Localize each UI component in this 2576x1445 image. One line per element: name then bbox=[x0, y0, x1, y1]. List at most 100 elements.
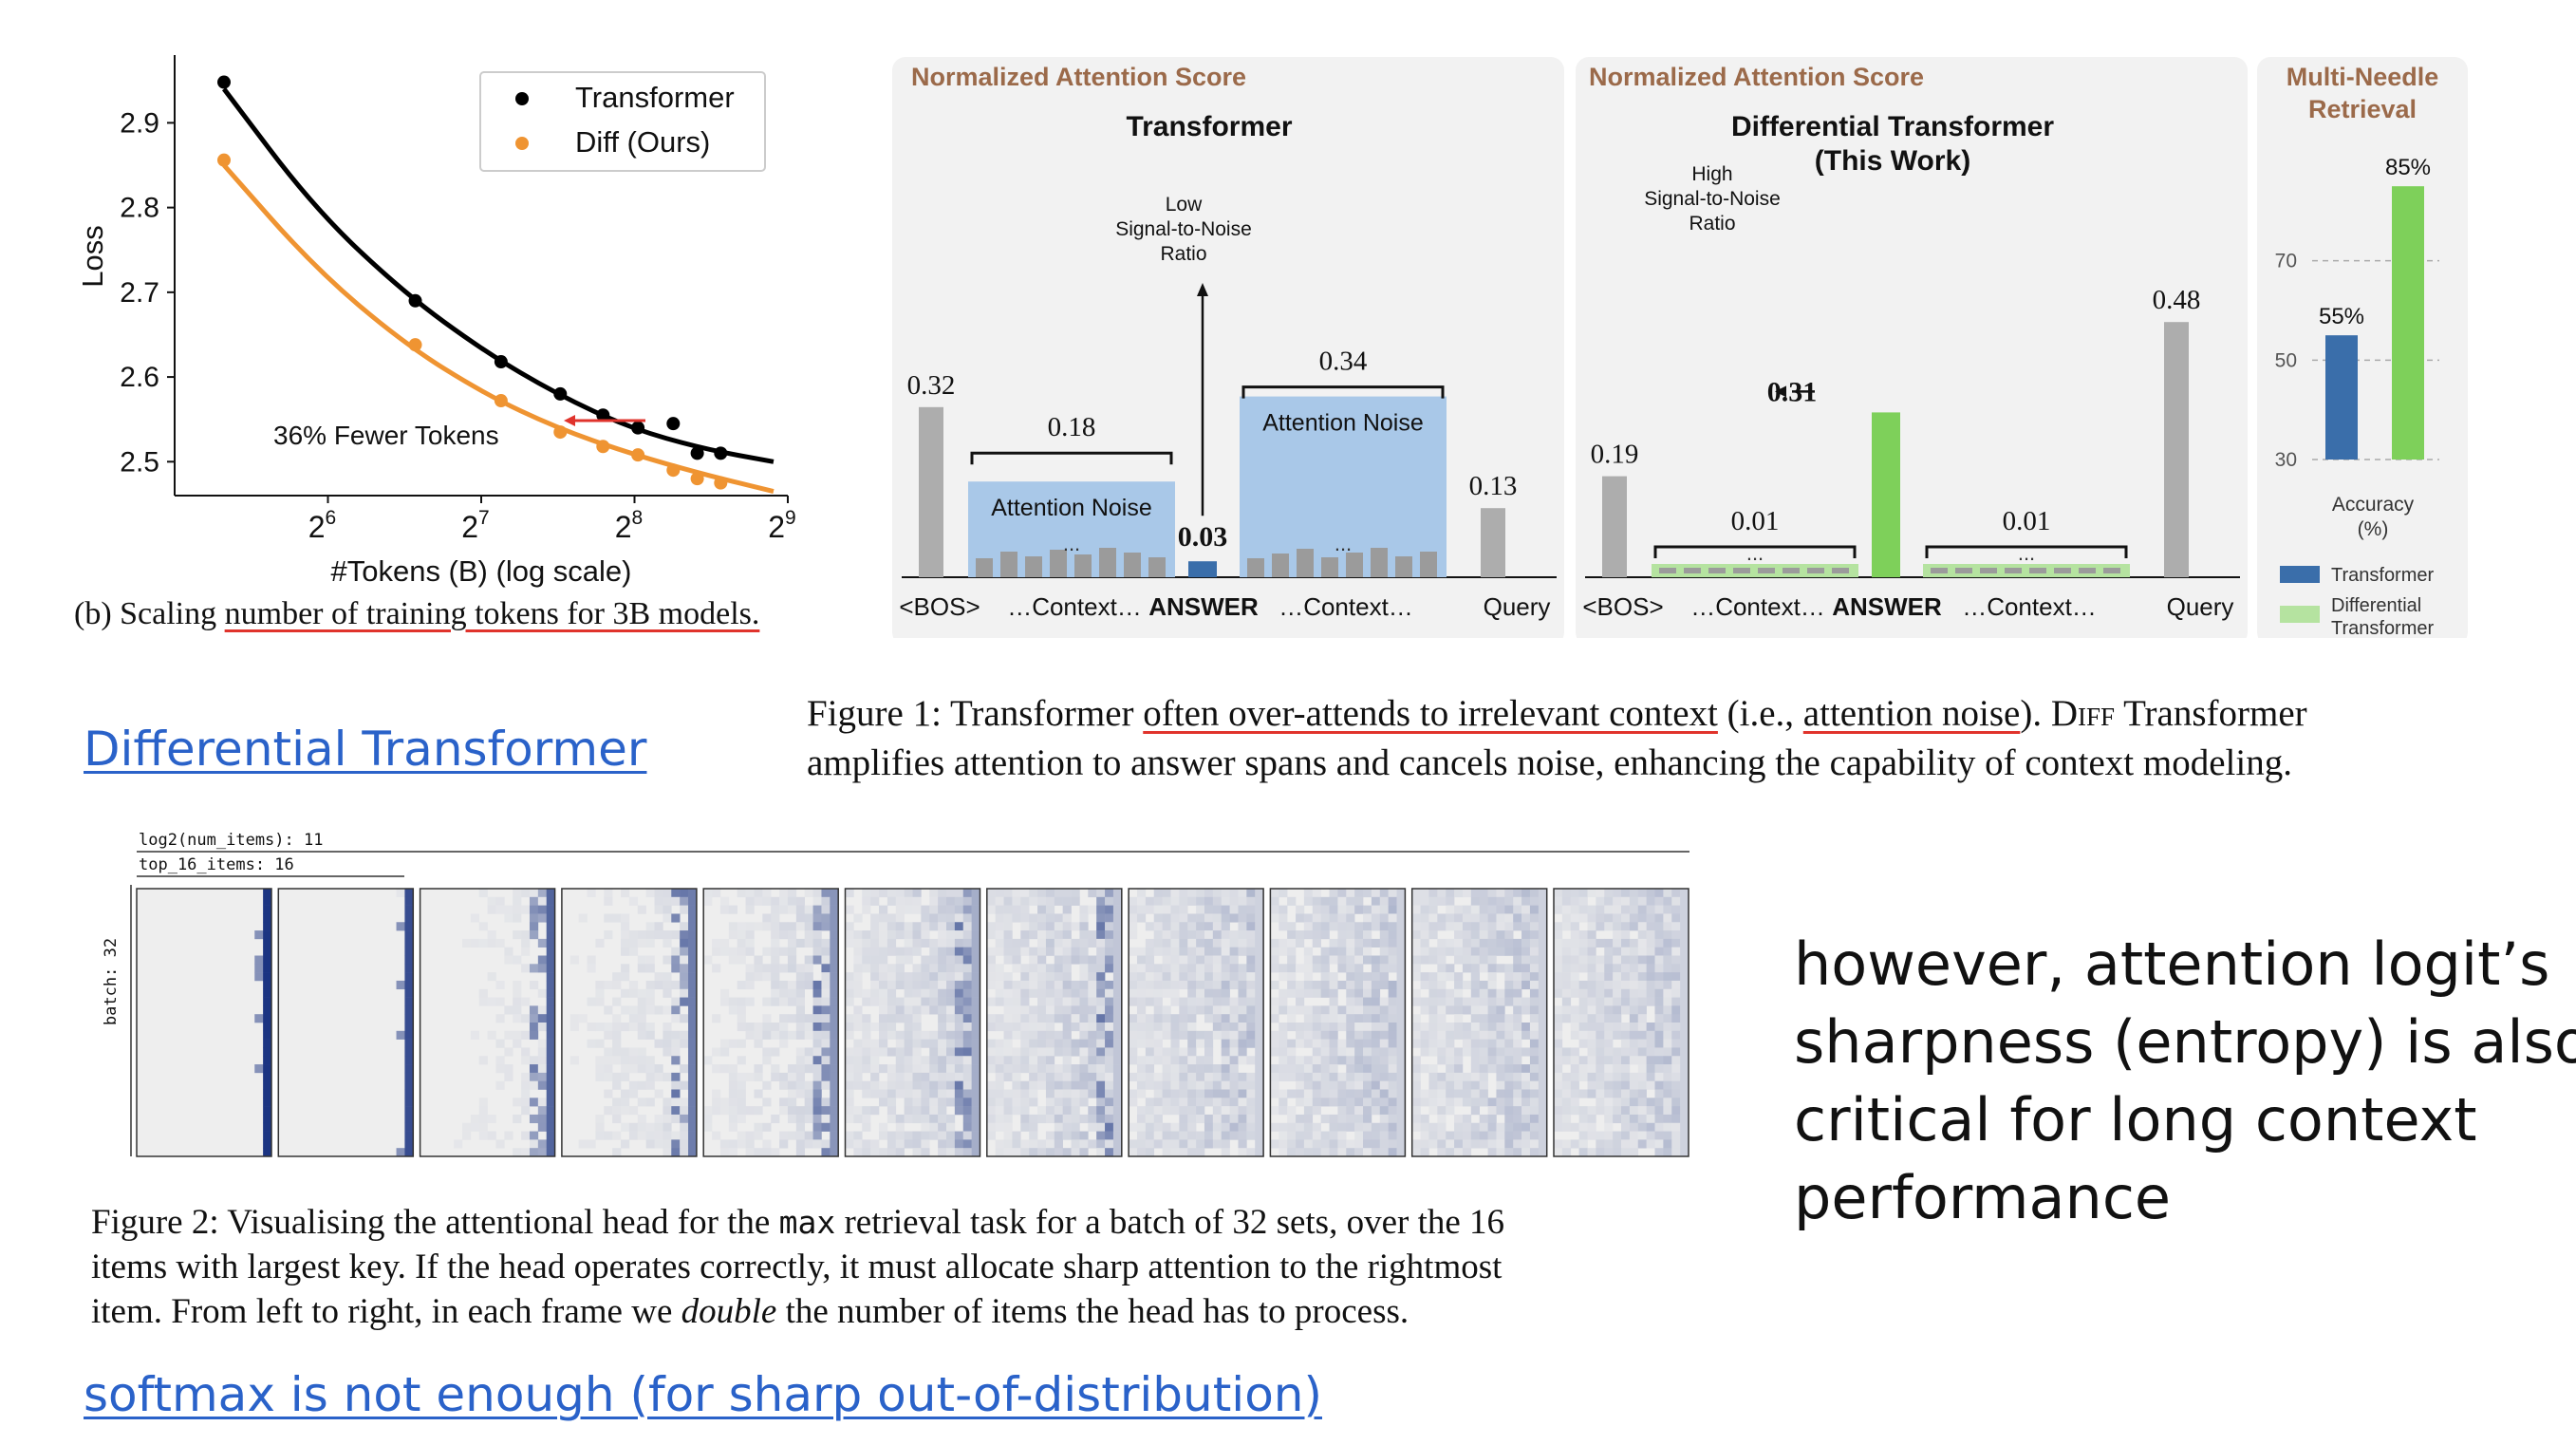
heatmap-cell bbox=[1529, 930, 1540, 940]
heatmap-cell bbox=[779, 905, 789, 914]
heatmap-cell bbox=[1479, 1005, 1488, 1015]
heatmap-cell bbox=[1363, 955, 1372, 965]
snr-arrowhead bbox=[1197, 283, 1208, 296]
heatmap-cell bbox=[1496, 922, 1505, 931]
heatmap-cell bbox=[904, 1072, 913, 1081]
heatmap-cell bbox=[1411, 1023, 1421, 1032]
softmax-not-enough-link[interactable]: softmax is not enough (for sharp out-of-… bbox=[84, 1367, 1322, 1422]
heatmap-cell bbox=[1504, 896, 1514, 906]
heatmap-cell bbox=[654, 1114, 663, 1124]
heatmap-cell bbox=[1570, 1072, 1579, 1081]
heatmap-cell bbox=[1479, 988, 1488, 998]
heatmap-cell bbox=[1411, 1139, 1421, 1149]
heatmap-cell bbox=[1062, 964, 1072, 973]
heatmap-cell bbox=[1179, 955, 1188, 965]
heatmap-cell bbox=[604, 1056, 613, 1065]
heatmap-cell bbox=[1187, 938, 1197, 948]
heatmap-cell bbox=[1129, 1014, 1138, 1023]
heatmap-cell bbox=[962, 1131, 972, 1140]
heatmap-cell bbox=[1629, 1131, 1639, 1140]
heatmap-cell bbox=[1255, 964, 1264, 973]
heatmap-cell bbox=[680, 1030, 689, 1040]
heatmap-cell bbox=[671, 1030, 681, 1040]
heatmap-cell bbox=[1637, 964, 1647, 973]
heatmap-cell bbox=[986, 980, 996, 990]
heatmap-cell bbox=[1621, 1114, 1631, 1124]
heatmap-cell bbox=[719, 997, 730, 1006]
heatmap-cell bbox=[771, 1030, 780, 1040]
heatmap-cell bbox=[1196, 1098, 1205, 1107]
heatmap-cell bbox=[1136, 1014, 1147, 1023]
heatmap-cell bbox=[1029, 1098, 1038, 1107]
heatmap-cell bbox=[1428, 1047, 1438, 1057]
heatmap-cell bbox=[1371, 1023, 1381, 1032]
heatmap-cell bbox=[938, 930, 947, 940]
heatmap-cell bbox=[1012, 1064, 1021, 1074]
heatmap-cell bbox=[1136, 997, 1147, 1006]
heatmap-cell bbox=[995, 1148, 1004, 1157]
heatmap-cell bbox=[1437, 972, 1447, 982]
heatmap-cell bbox=[1320, 1039, 1330, 1048]
heatmap-cell bbox=[1020, 1005, 1030, 1015]
heatmap-cell bbox=[1487, 1047, 1497, 1057]
heatmap-cell bbox=[737, 980, 746, 990]
heatmap-cell bbox=[1287, 1064, 1297, 1074]
heatmap-cell bbox=[779, 896, 789, 906]
heatmap-cell bbox=[1145, 972, 1155, 982]
heatmap-cell bbox=[1170, 913, 1180, 923]
heatmap-cell bbox=[1654, 1056, 1664, 1065]
heatmap-cell bbox=[1587, 889, 1596, 898]
heatmap-cell bbox=[1229, 980, 1239, 990]
heatmap-cell bbox=[1312, 955, 1321, 965]
heatmap-cell bbox=[1437, 1098, 1447, 1107]
heatmap-cell bbox=[1029, 955, 1038, 965]
fig1-cap-diff: Diff bbox=[2050, 693, 2116, 734]
heatmap-cell bbox=[478, 988, 488, 998]
heatmap-cell bbox=[1229, 905, 1239, 914]
retrieval-legend-1: Transformer bbox=[2331, 565, 2435, 586]
heatmap-cell bbox=[1446, 1056, 1455, 1065]
heatmap-cell bbox=[719, 1064, 730, 1074]
heatmap-cell bbox=[1363, 1047, 1372, 1057]
data-point-diff bbox=[631, 448, 645, 462]
heatmap-cell bbox=[986, 889, 996, 898]
heatmap-cell bbox=[1062, 1131, 1072, 1140]
heatmap-cell bbox=[795, 1014, 805, 1023]
heatmap-cell bbox=[1629, 964, 1639, 973]
heatmap-cell bbox=[663, 889, 672, 898]
heatmap-cell bbox=[1462, 1098, 1472, 1107]
heatmap-cell bbox=[1437, 922, 1447, 931]
heatmap-cell bbox=[470, 1114, 480, 1124]
heatmap-cell bbox=[762, 896, 772, 906]
token-bar bbox=[1247, 558, 1264, 577]
heatmap-cell bbox=[1613, 938, 1622, 948]
heatmap-cell bbox=[1561, 1005, 1572, 1015]
heatmap-cell bbox=[1204, 1131, 1214, 1140]
heatmap-cell bbox=[929, 1114, 939, 1124]
retrieval-y-tick: 50 bbox=[2275, 349, 2297, 371]
heatmap-cell bbox=[1578, 938, 1588, 948]
heatmap-cell bbox=[1088, 1005, 1097, 1015]
heatmap-cell bbox=[1229, 964, 1239, 973]
heatmap-cell bbox=[1561, 1098, 1572, 1107]
heatmap-cell bbox=[971, 896, 980, 906]
heatmap-cell bbox=[645, 1122, 655, 1132]
heatmap-cell bbox=[1454, 980, 1464, 990]
heatmap-cell bbox=[1303, 1072, 1314, 1081]
heatmap-cell bbox=[703, 955, 713, 965]
heatmap-cell bbox=[1578, 947, 1588, 956]
heatmap-cell bbox=[604, 980, 613, 990]
heatmap-cell bbox=[628, 1089, 639, 1098]
heatmap-cell bbox=[546, 947, 555, 956]
heatmap-cell bbox=[912, 1023, 922, 1032]
differential-transformer-link[interactable]: Differential Transformer bbox=[84, 722, 647, 777]
heatmap-cell bbox=[1663, 955, 1672, 965]
heatmap-cell bbox=[1437, 1122, 1447, 1132]
heatmap-cell bbox=[1212, 1131, 1223, 1140]
heatmap-cell bbox=[921, 905, 930, 914]
heatmap-cell bbox=[812, 1014, 822, 1023]
heatmap-cell bbox=[954, 889, 964, 898]
heatmap-cell bbox=[995, 964, 1004, 973]
heatmap-cell bbox=[1538, 1139, 1547, 1149]
heatmap-cell bbox=[853, 1039, 863, 1048]
